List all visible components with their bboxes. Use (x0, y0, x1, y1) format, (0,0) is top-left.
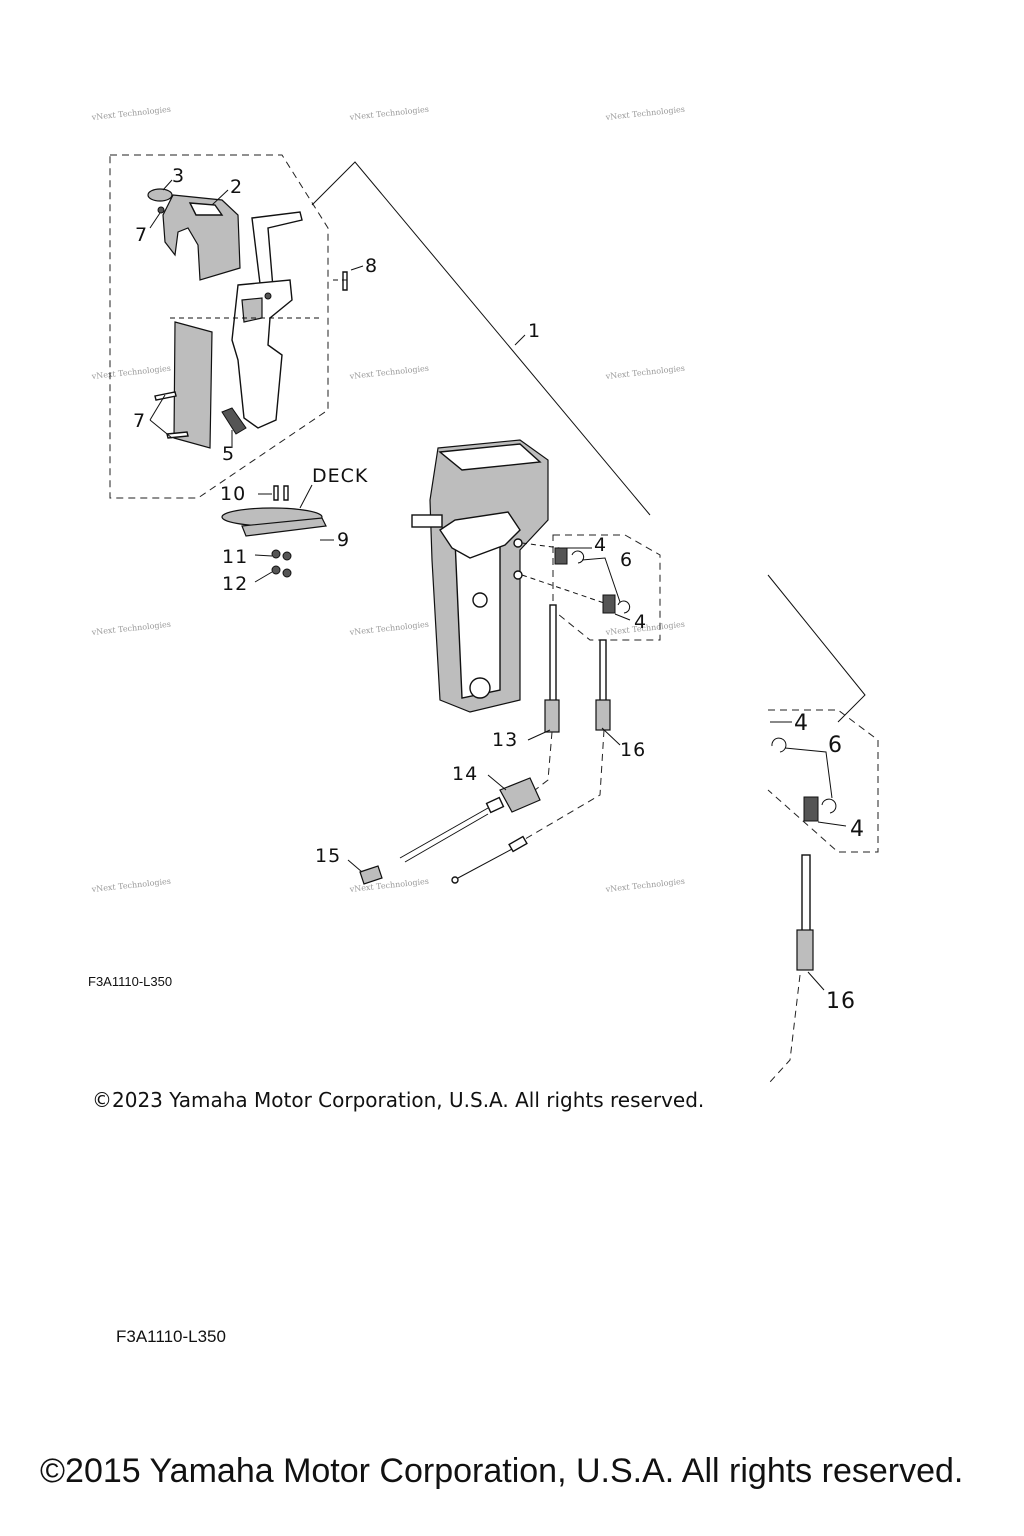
callout-16: 16 (826, 989, 856, 1014)
callout-7: 7 (135, 224, 148, 246)
callout-14: 14 (452, 763, 478, 785)
main-control-box (411, 439, 611, 713)
callout-5: 5 (222, 443, 235, 465)
leader-assembly-right (767, 574, 866, 723)
watermark: vNext Technologies (90, 364, 171, 381)
group-outline-control-box (109, 154, 329, 499)
callout-10: 10 (220, 483, 246, 505)
watermark: vNext Technologies (604, 877, 685, 894)
watermark: vNext Technologies (348, 105, 429, 122)
callout-6: 6 (620, 549, 633, 571)
callout-4: 4 (794, 711, 809, 736)
callout-12: 12 (222, 573, 248, 595)
clips-upper (554, 547, 631, 621)
watermark: vNext Technologies (90, 105, 171, 122)
watermark: vNext Technologies (348, 620, 429, 637)
callout-11: 11 (222, 546, 248, 568)
callout-15: 15 (315, 845, 341, 867)
diagram-code-small: F3A1110-L350 (88, 974, 173, 989)
cable-end-parts (519, 604, 611, 843)
cable-assembly (359, 777, 541, 885)
callout-2: 2 (230, 176, 243, 198)
callout-3: 3 (172, 165, 185, 187)
cable-end-right (769, 854, 814, 1083)
watermark: vNext Technologies (90, 620, 171, 637)
leader-assembly (311, 161, 651, 516)
callout-4: 4 (634, 611, 647, 633)
diagram-code-large: F3A1110-L350 (116, 1327, 226, 1346)
callout-6: 6 (828, 733, 843, 758)
watermark: vNext Technologies (604, 364, 685, 381)
callout-8: 8 (365, 255, 378, 277)
callout-9: 9 (337, 529, 350, 551)
callout-leaders (149, 179, 825, 991)
callout-1: 1 (528, 320, 541, 342)
watermark: vNext Technologies (348, 364, 429, 381)
callout-13: 13 (492, 729, 518, 751)
watermark: vNext Technologies (348, 877, 429, 894)
clips-right (770, 721, 847, 827)
watermark: vNext Technologies (90, 877, 171, 894)
copyright-2023: ©2023 Yamaha Motor Corporation, U.S.A. A… (92, 1088, 705, 1112)
control-box-exploded (147, 188, 348, 449)
callout-4: 4 (850, 817, 865, 842)
callout-7: 7 (133, 410, 146, 432)
deck-mount-parts (221, 484, 327, 578)
callout-16: 16 (620, 739, 646, 761)
callout-labels: 3 2 7 8 1 7 5 DECK 10 9 11 12 4 6 4 13 1… (133, 165, 865, 1014)
deck-label: DECK (312, 465, 368, 487)
watermark: vNext Technologies (604, 105, 685, 122)
copyright-2015: ©2015 Yamaha Motor Corporation, U.S.A. A… (40, 1452, 964, 1490)
callout-4: 4 (594, 534, 607, 556)
